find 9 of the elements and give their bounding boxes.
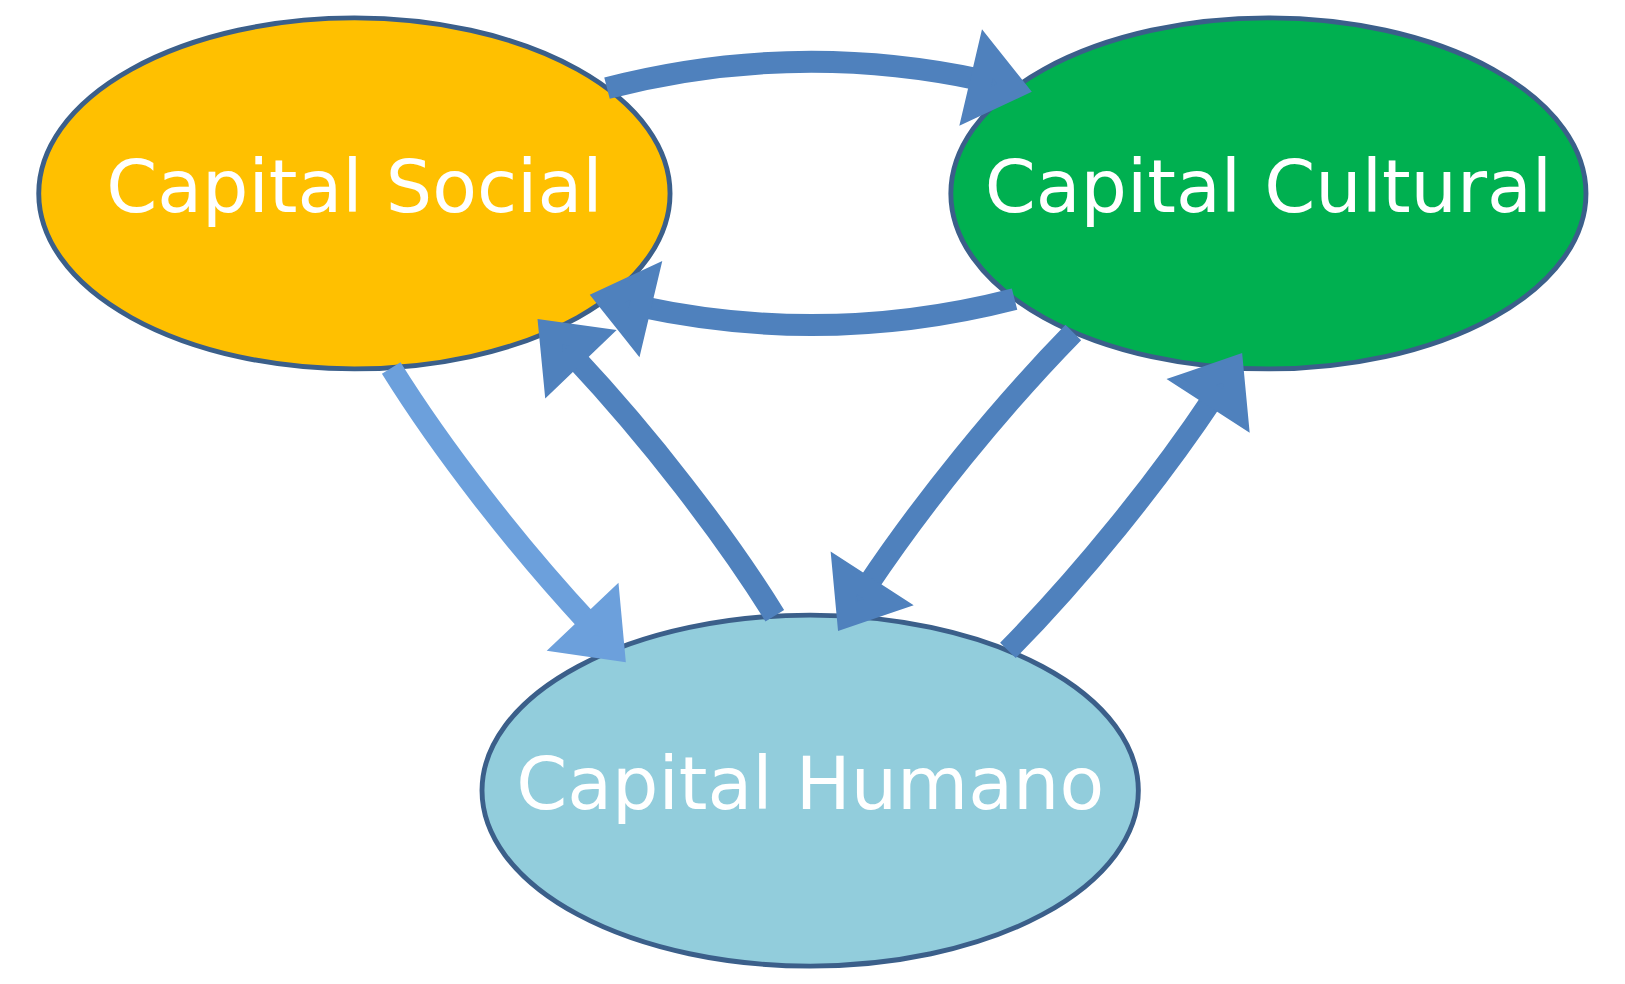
- arrow: [604, 29, 1032, 126]
- arrow: [1000, 353, 1250, 659]
- node-ellipse: Capital Social: [36, 15, 673, 372]
- arrow: [381, 362, 626, 663]
- arrow: [589, 260, 1018, 358]
- node-ellipse: Capital Humano: [479, 612, 1141, 969]
- node-ellipse: Capital Cultural: [948, 15, 1589, 372]
- arrow: [830, 324, 1082, 631]
- arrow: [537, 318, 785, 622]
